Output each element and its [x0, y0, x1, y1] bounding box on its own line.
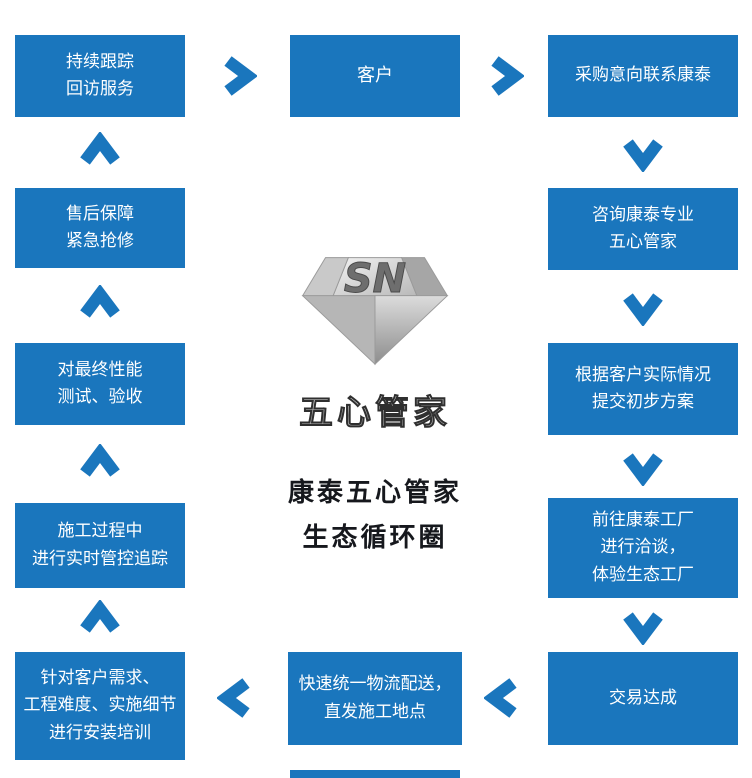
- node-line: 售后保障: [66, 203, 134, 224]
- node-line: 提交初步方案: [592, 392, 694, 412]
- node-line: 对最终性能: [57, 359, 143, 380]
- node-construction-tracking: 施工过程中 进行实时管控追踪: [15, 503, 185, 588]
- chevron-down-icon: [621, 603, 665, 647]
- node-line: 进行安装培训: [49, 722, 151, 743]
- node-line: 持续跟踪: [66, 51, 134, 72]
- logo-wordmark-text: 五心管家: [299, 393, 451, 433]
- chevron-up-icon: [78, 442, 122, 486]
- node-line: 咨询康泰专业: [592, 204, 694, 225]
- node-line: 根据客户实际情况: [575, 364, 711, 385]
- logo-wordmark: 五心管家: [265, 386, 485, 438]
- node-line: 进行实时管控追踪: [32, 548, 168, 569]
- node-line: 进行洽谈，: [600, 537, 686, 558]
- node-line: 工程难度、实施细节: [23, 695, 177, 716]
- node-line: 采购意向联系康泰: [575, 65, 711, 86]
- chevron-down-icon: [621, 284, 665, 328]
- node-line: 紧急抢修: [66, 231, 134, 251]
- node-consult-butler: 咨询康泰专业 五心管家: [548, 188, 738, 270]
- node-line: 客户: [357, 64, 393, 86]
- node-line: 五心管家: [609, 232, 677, 252]
- node-deal-done: 交易达成: [548, 652, 738, 745]
- node-install-training: 针对客户需求、 工程难度、实施细节 进行安装培训: [15, 652, 185, 760]
- node-purchase-intent: 采购意向联系康泰: [548, 35, 738, 117]
- cropped-next-box: [290, 770, 460, 778]
- chevron-right-icon: [215, 54, 259, 98]
- node-follow-up: 持续跟踪 回访服务: [15, 35, 185, 117]
- center-title-line2: 生态循环圈: [302, 523, 448, 553]
- node-line: 针对客户需求、: [40, 668, 160, 689]
- node-final-testing: 对最终性能 测试、验收: [15, 343, 185, 425]
- diamond-logo: SN: [298, 250, 452, 368]
- chevron-down-icon: [621, 444, 665, 488]
- chevron-up-icon: [78, 598, 122, 642]
- chevron-up-icon: [78, 130, 122, 174]
- node-line: 快速统一物流配送，: [298, 674, 452, 695]
- node-line: 前往康泰工厂: [592, 510, 694, 531]
- node-initial-proposal: 根据客户实际情况 提交初步方案: [548, 343, 738, 435]
- chevron-down-icon: [621, 130, 665, 174]
- chevron-right-icon: [482, 54, 526, 98]
- chevron-left-icon: [482, 676, 526, 720]
- node-factory-visit: 前往康泰工厂 进行洽谈， 体验生态工厂: [548, 498, 738, 598]
- node-line: 直发施工地点: [324, 701, 426, 722]
- center-title-line1: 康泰五心管家: [287, 478, 462, 508]
- chevron-up-icon: [78, 283, 122, 327]
- node-after-sales: 售后保障 紧急抢修: [15, 188, 185, 268]
- node-customer: 客户: [290, 35, 460, 117]
- node-line: 施工过程中: [57, 521, 143, 542]
- logo-monogram: SN: [344, 256, 406, 302]
- node-line: 回访服务: [66, 79, 134, 99]
- node-logistics: 快速统一物流配送， 直发施工地点: [288, 652, 462, 745]
- node-line: 体验生态工厂: [592, 564, 694, 585]
- chevron-left-icon: [215, 676, 259, 720]
- node-line: 交易达成: [609, 687, 677, 708]
- node-line: 测试、验收: [57, 387, 143, 407]
